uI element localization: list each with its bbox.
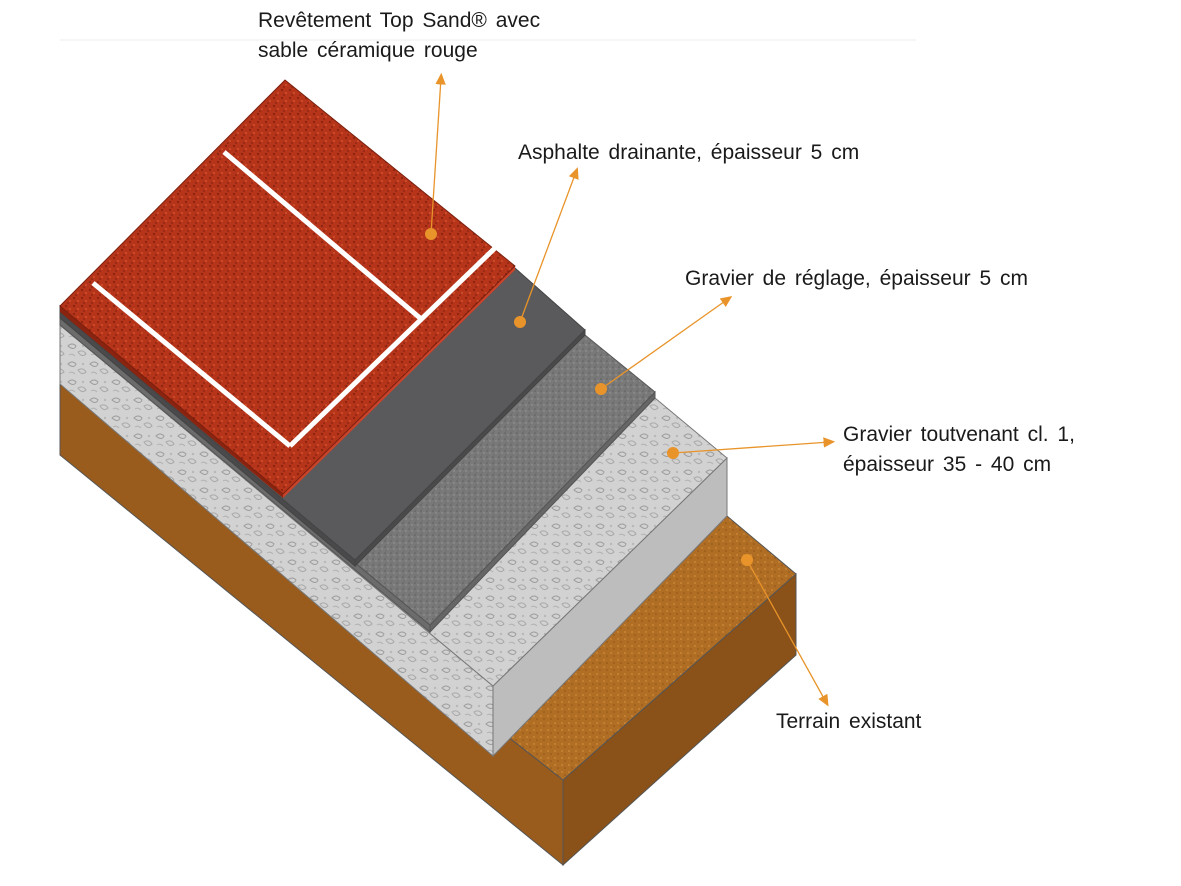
- callouts: [425, 72, 836, 707]
- label-line: Gravier toutvenant cl. 1,: [843, 423, 1075, 446]
- label-line: Gravier de réglage, épaisseur 5 cm: [685, 267, 1028, 290]
- label-gravier-toutvenant: Gravier toutvenant cl. 1, épaisseur 35 -…: [843, 420, 1075, 480]
- callout-arrow-asphalt: [519, 167, 579, 323]
- label-line: Terrain existant: [776, 710, 922, 733]
- callout-dot-asphalt: [514, 316, 526, 328]
- label-line: Revêtement Top Sand® avec: [258, 9, 541, 32]
- callout-arrow-top-sand: [430, 72, 446, 235]
- court-line: [222, 150, 422, 320]
- label-line: sable céramique rouge: [258, 39, 478, 62]
- callout-arrow-gravier-reglage: [600, 295, 733, 390]
- callout-dot-gravier-reglage: [595, 383, 607, 395]
- callout-arrow-terrain: [746, 559, 829, 707]
- callout-dot-terrain: [741, 554, 753, 566]
- label-gravier-reglage: Gravier de réglage, épaisseur 5 cm: [685, 264, 1028, 294]
- layer-top-sand: [59, 79, 516, 498]
- label-line: épaisseur 35 - 40 cm: [843, 453, 1052, 476]
- callout-dot-top-sand: [425, 228, 437, 240]
- label-line: Asphalte drainante, épaisseur 5 cm: [518, 141, 860, 164]
- callout-dot-gravier-toutvenant: [667, 447, 679, 459]
- court-line: [91, 281, 292, 448]
- label-asphalt: Asphalte drainante, épaisseur 5 cm: [518, 138, 859, 168]
- callout-arrow-gravier-toutvenant: [672, 437, 836, 454]
- label-top-sand: Revêtement Top Sand® avec sable céramiqu…: [258, 6, 540, 66]
- label-terrain: Terrain existant: [776, 707, 921, 737]
- layer-asphalt: [59, 267, 586, 568]
- court-line: [288, 246, 497, 448]
